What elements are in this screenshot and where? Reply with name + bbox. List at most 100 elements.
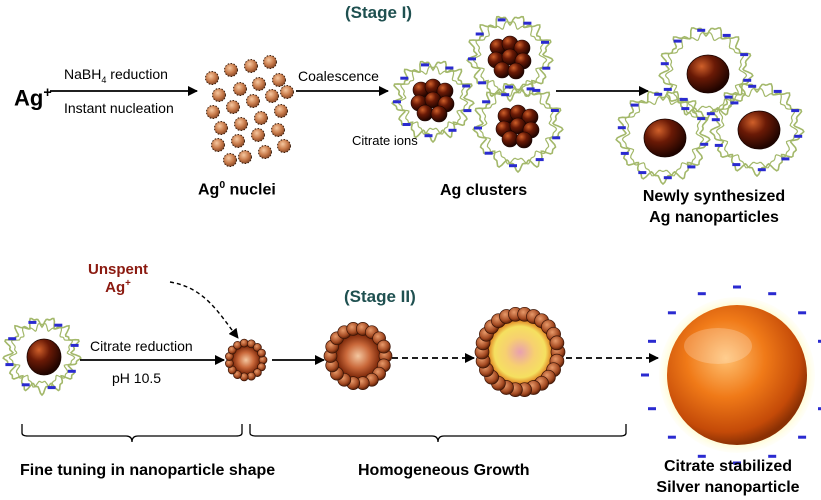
final-silver-nanoparticle [667, 305, 807, 445]
ag-cluster-particle [493, 61, 511, 79]
citrate-ion-mark [748, 84, 757, 88]
final-particle-highlight [684, 328, 752, 364]
stage2-title: (Stage II) [344, 287, 416, 306]
ag-nucleus [258, 145, 272, 159]
citrate-ion-mark [667, 435, 676, 439]
citrate-ion-mark [54, 323, 63, 327]
stage2-particles [225, 285, 821, 465]
citrate-ion-mark [781, 157, 790, 161]
nabh4-reduction-label: NaBH4 reduction [64, 66, 168, 85]
citrate-ion-mark [732, 163, 741, 167]
citrate-ion-mark [400, 76, 409, 80]
citrate-ion-mark [393, 100, 401, 104]
citrate-ion-mark [798, 311, 807, 315]
citrate-ion-mark [468, 57, 476, 61]
citrate-ion-mark [757, 168, 766, 172]
citrate-ion-mark [654, 92, 663, 96]
brackets-group [21, 424, 627, 443]
citrate-shell-inner [478, 87, 558, 165]
ag-nucleus [265, 89, 279, 103]
citrate-ion-mark [794, 134, 803, 138]
citrate-ion-mark [697, 117, 706, 121]
ag-nanoparticle-core [26, 338, 62, 376]
citrate-shell-inner [664, 31, 748, 113]
citrate-ion-mark [552, 136, 561, 140]
coalescence-label: Coalescence [298, 68, 379, 84]
citrate-shell [466, 15, 554, 103]
ag-cluster-particle [430, 105, 448, 123]
citrate-ion-mark [5, 363, 14, 367]
citrate-ion-mark [733, 285, 741, 289]
ag-cluster-particle [416, 104, 434, 122]
ag-nuclei-group [205, 55, 294, 167]
citrate-ion-mark [722, 33, 731, 37]
citrate-ion-mark [484, 151, 493, 155]
citrate-shell-group [2, 15, 805, 397]
citrate-ion-mark [773, 89, 782, 93]
ag-nucleus [214, 121, 228, 135]
citrate-bead [239, 338, 249, 348]
citrate-bead [246, 371, 256, 381]
citrate-ion-mark [638, 171, 647, 175]
citrate-ion-mark [791, 109, 800, 113]
citrate-ion-mark [648, 339, 656, 343]
ag-nanoparticle-core [686, 54, 730, 94]
citrate-shell [658, 27, 754, 122]
citrate-ion-mark [663, 176, 672, 180]
citrate-ion-mark [648, 407, 656, 411]
citrate-shell-inner [621, 95, 705, 177]
citrate-ion-mark [421, 63, 429, 67]
citrate-ion-mark [475, 32, 484, 36]
citrate-shell-inner [397, 65, 469, 135]
ag-nucleus [233, 82, 247, 96]
citrate-ion-mark [8, 337, 17, 341]
citrate-ion-mark [424, 134, 433, 138]
citrate-ion-mark [462, 84, 471, 88]
citrate-ion-mark [818, 339, 821, 343]
citrate-shell-inner [715, 87, 799, 169]
ag-nucleus [277, 139, 291, 153]
citrate-ion-mark [733, 461, 741, 465]
arrows-group [50, 86, 659, 365]
citrate-ion-mark [697, 28, 706, 32]
citrate-ion-mark [28, 320, 37, 324]
ag-nucleus [263, 55, 277, 69]
citrate-shell [391, 60, 475, 144]
citrate-ion-mark [532, 88, 541, 92]
citrate-ion-mark [667, 311, 676, 315]
citrate-ion-mark [67, 369, 76, 373]
silver-core-group [26, 35, 781, 376]
citrate-ion-mark [730, 101, 739, 105]
ag-nanoparticle-core [643, 118, 687, 158]
ag-nucleus [252, 77, 266, 91]
citrate-bead [257, 348, 266, 358]
ag-nucleus [254, 111, 268, 125]
homogeneous-growth-label: Homogeneous Growth [358, 462, 530, 479]
ag-nucleus [224, 63, 238, 77]
citrate-shell [615, 91, 711, 186]
citrate-ion-mark [818, 407, 821, 411]
citrate-ion-mark [687, 165, 696, 169]
ag-nucleus [205, 71, 219, 85]
citrate-ion-mark [743, 78, 752, 82]
citrate-ion-mark [641, 373, 649, 377]
citrate-ion-mark [497, 18, 506, 22]
citrate-ion-mark [798, 435, 807, 439]
citrate-ion-mark [542, 66, 551, 70]
citrate-ion-mark [681, 107, 690, 111]
ag-nucleus [211, 138, 225, 152]
citrate-ion-mark [620, 151, 629, 155]
ag-nucleus [251, 128, 265, 142]
citrate-bead [549, 335, 565, 351]
arrow-unspent-ag [169, 281, 239, 339]
citrate-ion-marks [5, 18, 803, 390]
citrate-ion-mark [526, 87, 535, 91]
ag-clusters-label: Ag clusters [440, 182, 528, 199]
citrate-ion-mark [402, 123, 411, 126]
ag-nucleus [223, 153, 237, 167]
citrate-ion-mark [535, 158, 544, 162]
citrate-ion-mark [663, 87, 672, 91]
citrate-ion-mark [673, 39, 682, 43]
